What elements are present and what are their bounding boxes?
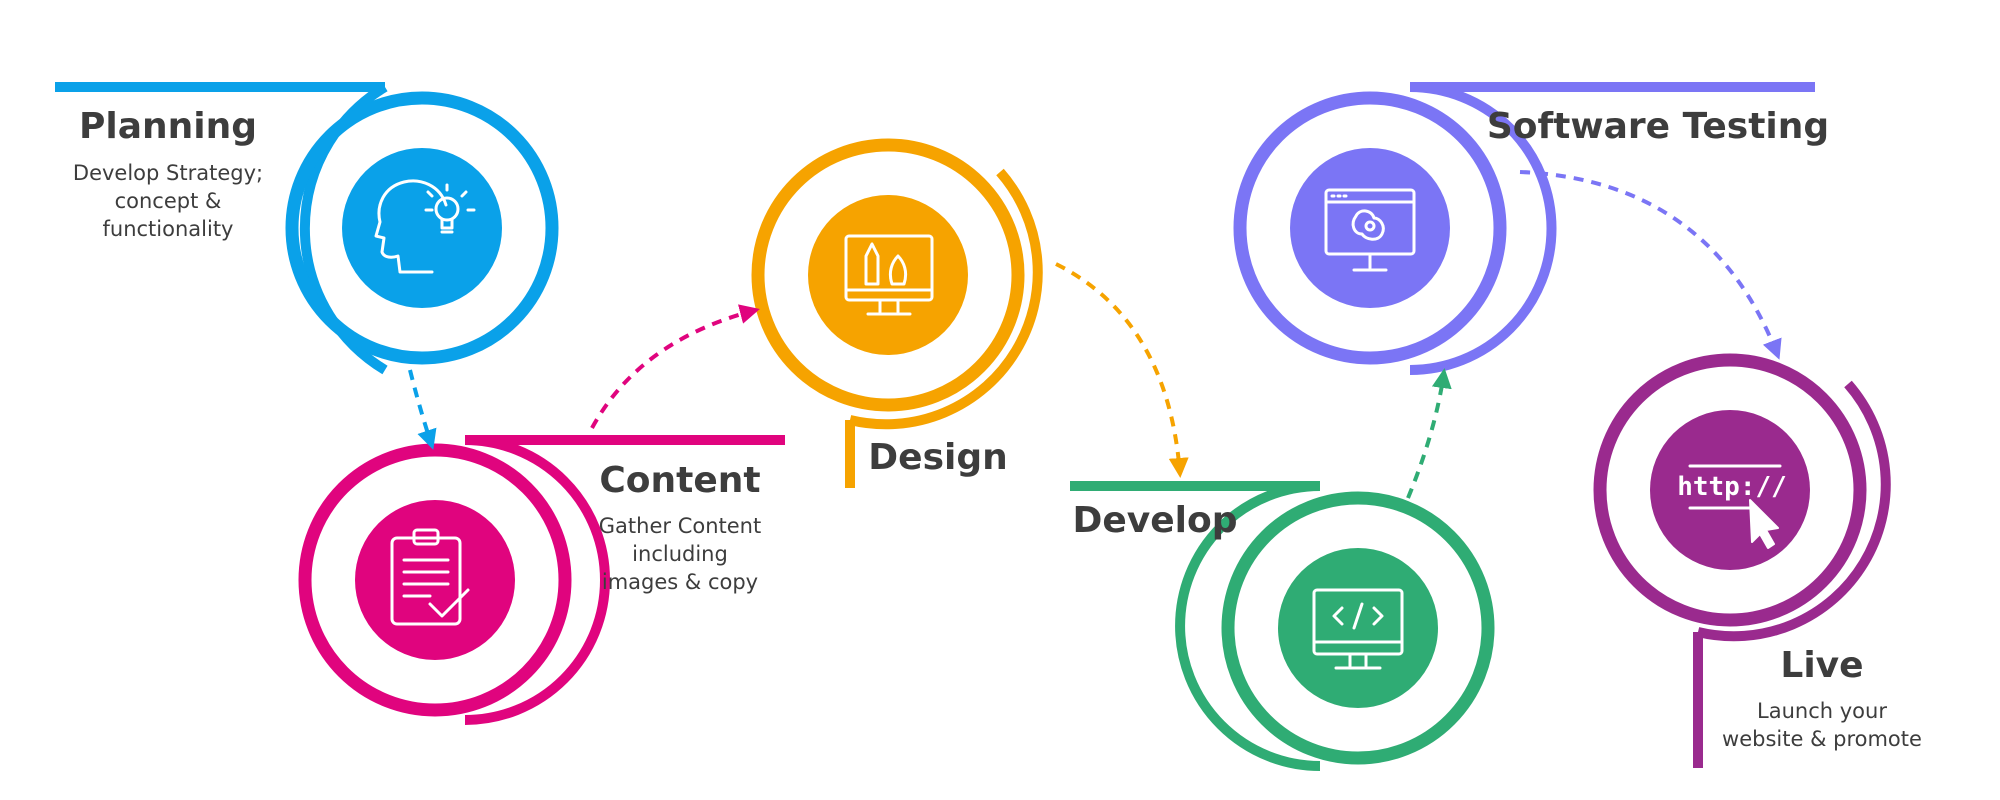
content-desc-line-1: Gather Content	[599, 514, 761, 538]
step-develop: Develop	[1070, 481, 1495, 771]
design-ring	[751, 138, 1025, 412]
planning-desc-line-1: Develop Strategy;	[73, 161, 263, 185]
http-cursor-icon: http://	[1677, 464, 1787, 549]
planning-icon-circle	[342, 148, 502, 308]
connector-content-to-design	[590, 304, 760, 429]
develop-ring	[1221, 491, 1495, 765]
step-design: Design	[751, 138, 1043, 488]
planning-title: Planning	[79, 106, 257, 147]
develop-icon-circle	[1278, 548, 1438, 708]
connector-design-to-develop	[1055, 262, 1189, 478]
live-icon-text: http://	[1677, 472, 1787, 502]
connector-develop-to-testing	[1406, 368, 1452, 499]
step-software-testing: Software Testing	[1233, 82, 1829, 375]
step-content: Content Gather Content including images …	[298, 435, 785, 725]
design-icon-circle	[808, 195, 968, 355]
step-live: http:// Live Launch your website & promo…	[1593, 353, 1922, 768]
live-ring	[1593, 353, 1867, 627]
live-desc-line-1: Launch your	[1757, 699, 1887, 723]
browser-bug-icon	[1324, 188, 1416, 272]
design-outer-arc	[848, 168, 1043, 430]
monitor-pencil-brush-icon	[844, 234, 934, 316]
develop-title: Develop	[1072, 500, 1237, 541]
planning-ring	[285, 91, 559, 365]
develop-outer-arc	[1175, 481, 1321, 771]
live-desc-line-2: website & promote	[1722, 727, 1922, 751]
clipboard-check-icon	[390, 528, 470, 626]
testing-icon-circle	[1290, 148, 1450, 308]
content-desc-line-3: images & copy	[602, 570, 758, 594]
head-lightbulb-icon	[374, 179, 476, 274]
content-desc-line-2: including	[632, 542, 728, 566]
connector-planning-to-content	[408, 369, 437, 450]
content-outer-arc	[464, 435, 610, 725]
live-outer-arc	[1696, 380, 1891, 642]
step-planning: Planning Develop Strategy; concept & fun…	[55, 82, 559, 375]
testing-title: Software Testing	[1487, 106, 1829, 147]
connector-testing-to-live	[1519, 170, 1782, 360]
testing-outer-arc	[1409, 82, 1557, 375]
content-title: Content	[599, 460, 760, 501]
live-title: Live	[1780, 645, 1863, 686]
content-icon-circle	[355, 500, 515, 660]
content-ring	[298, 443, 572, 717]
design-title: Design	[868, 437, 1007, 478]
testing-ring	[1233, 91, 1507, 365]
monitor-code-icon	[1312, 588, 1404, 670]
planning-desc-line-2: concept &	[115, 189, 222, 213]
planning-desc-line-3: functionality	[103, 217, 234, 241]
